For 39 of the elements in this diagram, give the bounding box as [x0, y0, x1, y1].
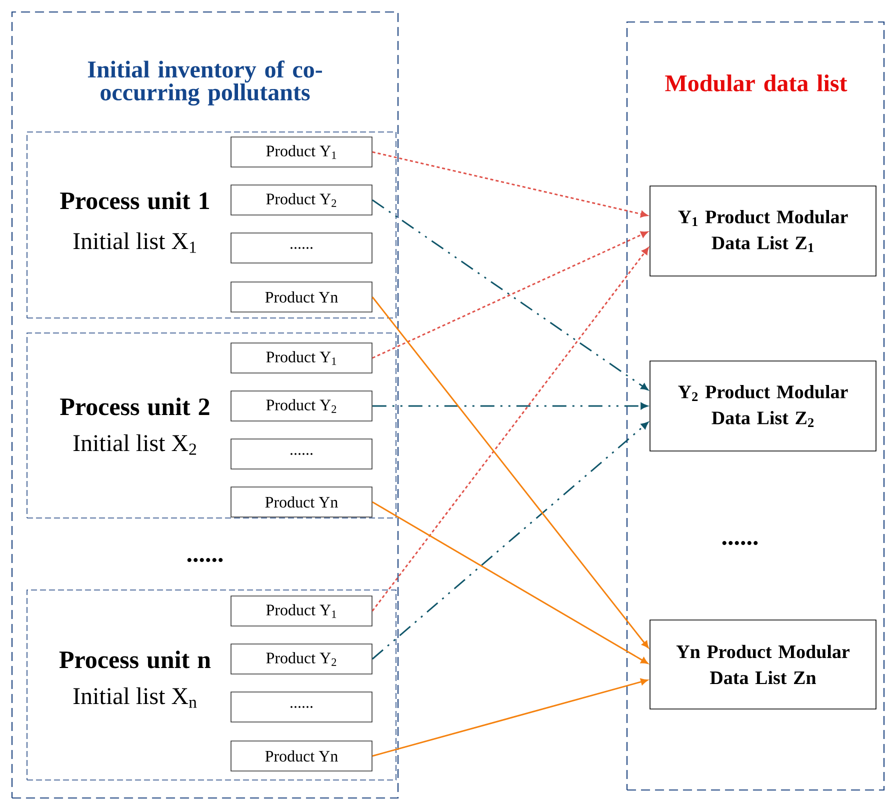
process-unit-box — [26, 590, 396, 780]
product-box: Product Y$_{2}$ — [230, 184, 372, 216]
dashed-panel — [11, 11, 399, 799]
dashed-panel — [626, 21, 885, 791]
product-box: Product Yn — [230, 486, 372, 518]
product-box: Product Y$_{1}$ — [230, 596, 372, 626]
heading: Modular data list — [665, 74, 848, 92]
arrow — [372, 247, 649, 612]
arrow — [372, 402, 648, 410]
module-box: Yn Product Modular Data List Zn — [650, 620, 876, 710]
product-box: Product Yn — [230, 282, 372, 312]
process-unit-box — [26, 332, 396, 518]
product-box: Product Y$_{1}$ — [230, 342, 372, 374]
product-box: Product Yn — [230, 740, 372, 772]
arrow — [372, 199, 648, 390]
unit-title: Process unit 2 — [60, 398, 210, 416]
arrow — [372, 501, 648, 664]
heading: Initial inventory of co-occurring pollutants — [88, 60, 322, 106]
product-box: Product Y$_{1}$ — [230, 136, 372, 168]
process-unit-box — [26, 132, 396, 318]
unit-title: Process unit 1 — [60, 192, 209, 210]
ellipsis: ...... — [187, 558, 223, 562]
unit-subtitle: Initial list X$_{1}$ — [73, 232, 196, 253]
unit-subtitle: Initial list X$_{2}$ — [73, 434, 196, 455]
unit-title: Process unit n — [59, 650, 211, 668]
unit-subtitle: Initial list X$_{n}$ — [73, 687, 197, 708]
arrow — [372, 296, 649, 648]
arrow — [372, 422, 648, 660]
module-box: Y$_{2}$ Product Modular Data List Z$_{2}$ — [650, 360, 876, 452]
arrow — [372, 151, 648, 218]
product-box: ...... — [230, 692, 372, 722]
product-box: Product Y$_{2}$ — [230, 644, 372, 674]
product-box: ...... — [230, 232, 372, 264]
arrow — [372, 678, 648, 757]
ellipsis: ...... — [722, 540, 758, 546]
arrow — [372, 231, 648, 359]
product-box: Product Y$_{2}$ — [230, 390, 372, 422]
module-box: Y$_{1}$ Product Modular Data List Z$_{1}$ — [650, 186, 876, 276]
product-box: ...... — [230, 438, 372, 470]
